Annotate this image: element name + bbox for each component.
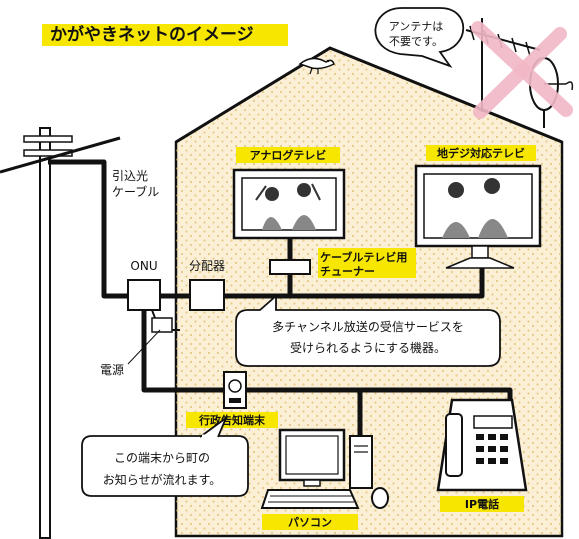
title-highlight — [42, 24, 288, 46]
pc-highlight — [262, 514, 358, 530]
analog-tv-label: アナログテレビ — [250, 148, 327, 162]
digital-tv-highlight — [426, 145, 536, 161]
tv-icon — [232, 168, 346, 240]
splitter-label: 分配器 — [189, 259, 225, 273]
splitter-device: 分配器 — [189, 259, 225, 311]
service-bubble-line-2: 受けられるようにする機器。 — [290, 340, 446, 355]
phone-icon: IP電話 — [436, 398, 528, 512]
wiring — [48, 159, 513, 436]
admin-terminal-highlight — [186, 412, 278, 428]
admin-terminal: 行政告知端末 — [186, 371, 278, 428]
page-title: かがやきネットのイメージ — [50, 24, 254, 45]
terminal-bubble-line-2: お知らせが流れます。 — [103, 472, 222, 487]
digital-tv: 地デジ対応テレビ — [414, 145, 542, 269]
onu-device: ONU — [127, 259, 180, 333]
analog-tv: アナログテレビ — [232, 147, 346, 240]
cable-tuner-highlight — [318, 248, 416, 278]
antenna-icon — [465, 18, 574, 128]
antenna-bubble-line-2: 不要です。 — [389, 35, 443, 48]
antenna-bubble: アンテナは 不要です。 — [374, 7, 465, 68]
service-bubble: 多チャンネル放送の受信サービスを 受けられるようにする機器。 — [235, 294, 501, 367]
digital-tv-label: 地デジ対応テレビ — [437, 146, 525, 160]
terminal-bubble-line-1: この端末から町の — [114, 451, 210, 465]
admin-terminal-label: 行政告知端末 — [198, 413, 266, 427]
analog-tv-highlight — [236, 147, 340, 163]
computer-icon: パソコン — [260, 428, 389, 530]
onu-label: ONU — [130, 259, 157, 273]
bird-icon — [298, 57, 335, 75]
cable-tuner-label-line-1: ケーブルテレビ用 — [320, 250, 407, 264]
antenna-bubble-line-1: アンテナは — [389, 20, 444, 33]
utility-pole-icon — [0, 127, 121, 539]
pc-label: パソコン — [288, 516, 332, 529]
tv-icon — [414, 164, 542, 269]
terminal-bubble: この端末から町の お知らせが流れます。 — [81, 417, 249, 497]
power-label: 電源 — [100, 363, 124, 377]
cable-tuner-label-line-2: チューナー — [320, 265, 375, 278]
fiber-label-line-2: ケーブル — [112, 184, 159, 199]
service-bubble-line-1: 多チャンネル放送の受信サービスを — [272, 319, 464, 334]
fiber-label-line-1: 引込光 — [112, 169, 148, 183]
cable-tuner: ケーブルテレビ用 チューナー — [269, 248, 416, 278]
ip-phone-label: IP電話 — [465, 497, 499, 511]
ip-phone-highlight — [440, 496, 524, 512]
